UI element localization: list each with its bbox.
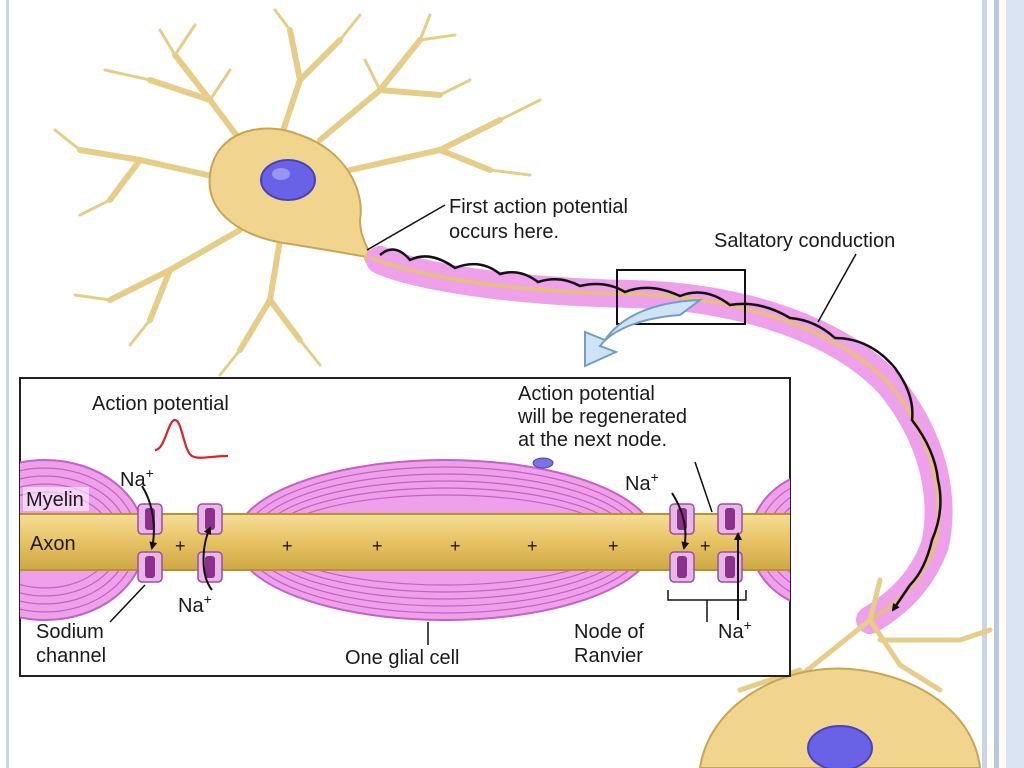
leader-sodium — [109, 584, 146, 623]
frame-stripe-left — [6, 0, 9, 768]
label-regen-2: will be regenerated — [517, 406, 687, 428]
saltatory-arcs — [379, 248, 942, 586]
label-regen-3: at the next node. — [518, 429, 667, 451]
leader-saltatory — [817, 253, 857, 323]
zoom-arrow — [584, 298, 704, 368]
zoom-box — [616, 269, 746, 325]
label-axon: Axon — [30, 533, 76, 555]
label-na-top-left: Na+ — [120, 465, 154, 491]
plus-sign: + — [372, 536, 383, 556]
plus-sign: + — [175, 536, 186, 556]
nucleus — [260, 159, 316, 201]
charge-signs: + + + + + + + — [175, 536, 711, 556]
label-myelin: Myelin — [26, 489, 84, 511]
label-first-action-1: First action potential — [449, 196, 628, 218]
label-na-bottom-right: Na+ — [718, 617, 752, 643]
glial-nucleus — [532, 457, 554, 469]
channel-3-top — [669, 503, 695, 535]
leader-regen — [694, 461, 713, 513]
channel-1-bottom — [137, 551, 163, 583]
channel-1-top — [137, 503, 163, 535]
channel-4-top — [717, 503, 743, 535]
frame-stripe-right-2 — [994, 0, 999, 768]
plus-sign: + — [450, 536, 461, 556]
channel-3-bottom — [669, 551, 695, 583]
label-action-potential: Action potential — [92, 393, 229, 415]
label-na-bottom-left: Na+ — [178, 591, 212, 617]
label-regen-1: Action potential — [518, 383, 655, 405]
lower-neuron — [698, 577, 993, 768]
na-flow-arrows — [141, 485, 742, 620]
axon-centerline — [370, 256, 941, 622]
dendrites — [53, 8, 542, 377]
action-potential-trace — [154, 418, 229, 459]
frame-stripe-right — [982, 0, 987, 768]
label-sodium-2: channel — [36, 645, 106, 667]
label-glial: One glial cell — [345, 647, 460, 669]
plus-sign: + — [282, 536, 293, 556]
nucleus-highlight — [272, 168, 290, 180]
label-node-2: Ranvier — [574, 645, 643, 667]
frame-stripe-right-3 — [1006, 0, 1024, 768]
label-na-top-right: Na+ — [625, 469, 659, 495]
node-bracket — [667, 590, 747, 622]
inset-content: Action potential Action potential will b… — [20, 383, 790, 669]
saltatory-arrow-end — [891, 584, 912, 612]
plus-sign: + — [608, 536, 619, 556]
label-node-1: Node of — [574, 621, 644, 643]
label-first-action-2: occurs here. — [449, 221, 559, 243]
label-saltatory: Saltatory conduction — [714, 230, 895, 252]
plus-sign: + — [700, 536, 711, 556]
plus-sign: + — [527, 536, 538, 556]
leader-first-action — [366, 204, 446, 251]
label-sodium-1: Sodium — [36, 621, 104, 643]
channel-4-bottom — [717, 551, 743, 583]
channel-2-bottom — [197, 551, 223, 583]
